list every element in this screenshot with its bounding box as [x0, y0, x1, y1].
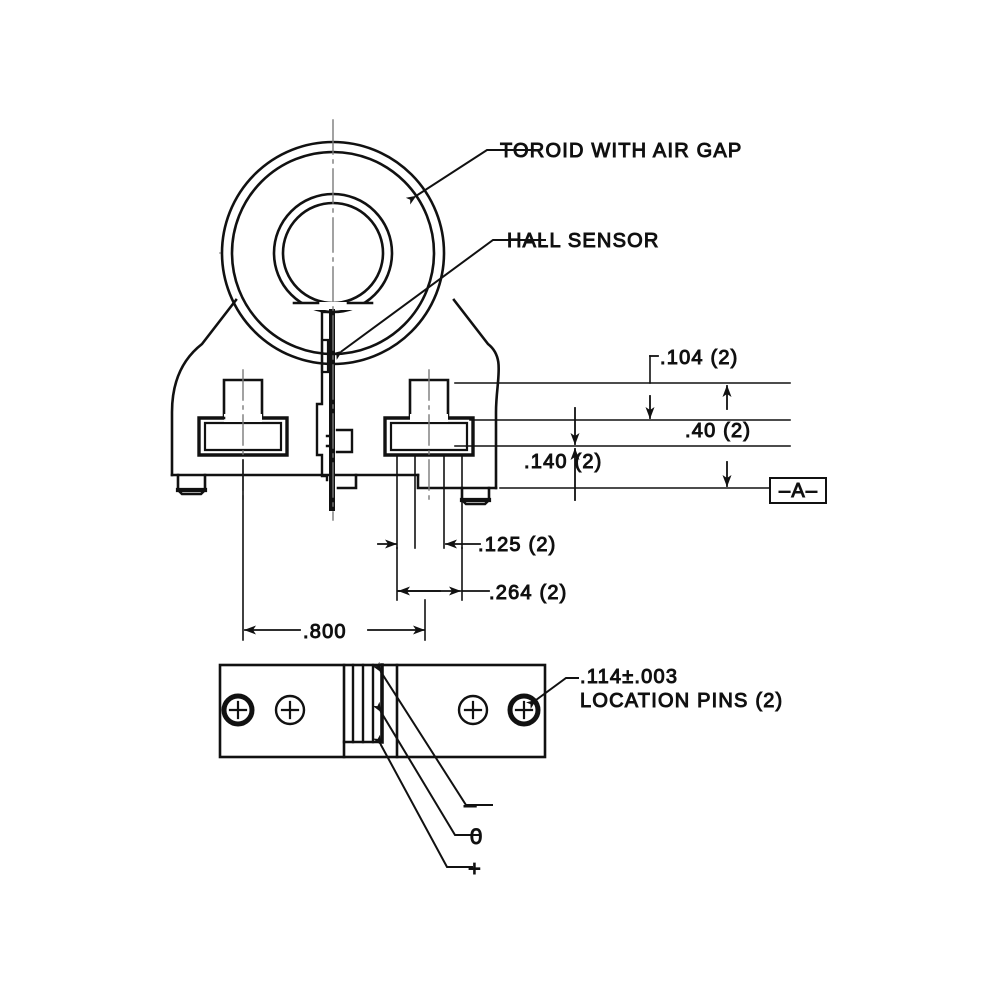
pin-callout-line2: LOCATION PINS (2) [580, 690, 783, 712]
note-toroid-label: TOROID WITH AIR GAP [500, 140, 742, 162]
location-pin-right [507, 693, 541, 727]
sensor-body-outline [170, 298, 501, 490]
leader-toroid [405, 149, 539, 205]
datum-feature-a [769, 477, 827, 504]
dimension-40-label: .40 (2) [685, 420, 751, 442]
dimension-104 [645, 355, 659, 419]
dimension-104-label: .104 (2) [660, 347, 739, 369]
hall-sensor [315, 309, 354, 511]
plain-pin-right [457, 694, 489, 726]
bottom-plan-view [218, 663, 547, 759]
extension-lines-horizontal [454, 382, 791, 489]
terminal-block [342, 663, 399, 759]
location-pin-left [221, 693, 255, 727]
terminal-label-zero: 0 [470, 824, 483, 849]
plain-pin-left [274, 694, 306, 726]
leader-location-pins [525, 677, 579, 709]
dimension-140-label: .140 (2) [524, 451, 603, 473]
dimension-125-label: .125 (2) [478, 534, 557, 556]
leader-hall-sensor [331, 239, 546, 360]
datum-label: –A– [779, 480, 818, 502]
note-hall-sensor-label: HALL SENSOR [507, 230, 660, 252]
dimension-800-label: .800 [303, 621, 347, 643]
terminal-label-plus: + [468, 856, 482, 881]
air-gap-slot [292, 301, 374, 310]
terminal-leaders [372, 661, 493, 868]
pin-callout-line1: .114±.003 [580, 666, 678, 688]
dimension-264-label: .264 (2) [489, 582, 568, 604]
terminal-label-minus: – [464, 792, 477, 817]
